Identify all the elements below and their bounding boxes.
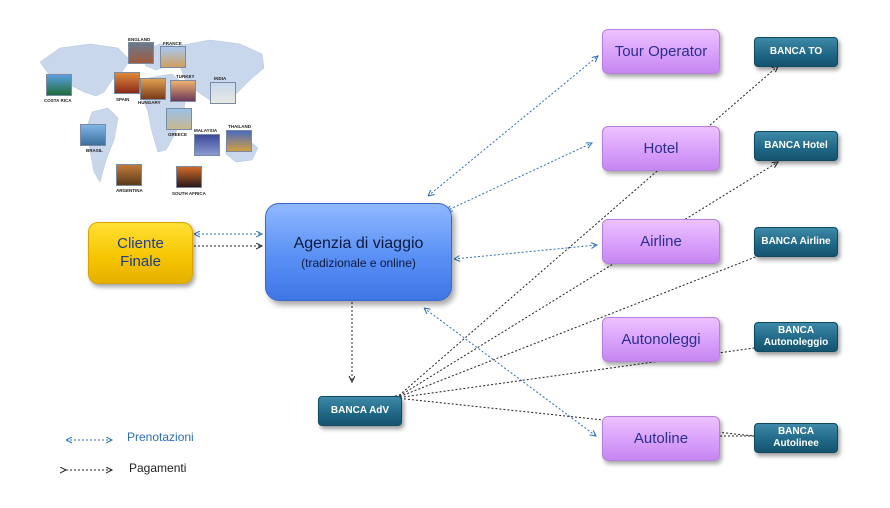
hotel-label: Hotel	[643, 140, 679, 157]
airline-label: Airline	[640, 233, 682, 250]
banca-airline-label: BANCA Airline	[761, 236, 831, 247]
hungary-label: HUNGARY	[138, 100, 161, 105]
agenzia-title: Agenzia di viaggio	[293, 234, 424, 252]
banca-adv-label: BANCA AdV	[330, 405, 390, 416]
booking-arrow-hotel	[446, 143, 592, 211]
banca-autolinee-label: BANCA Autolinee	[773, 426, 819, 449]
banca-autonoleggio-box: BANCA Autonoleggio	[754, 322, 838, 352]
india-photo	[210, 82, 236, 104]
cliente-finale-label: Cliente Finale	[117, 235, 164, 270]
costa-rica-photo	[46, 74, 72, 96]
agenzia-subtitle: (tradizionale e online)	[301, 255, 416, 270]
spain-photo	[114, 72, 140, 94]
booking-arrow-airline	[454, 245, 597, 259]
banca-to-label: BANCA TO	[769, 46, 823, 57]
tour-operator-label: Tour Operator	[614, 43, 708, 60]
india-label: INDIA	[214, 76, 227, 81]
thailand-photo	[226, 130, 252, 152]
spain-label: SPAIN	[116, 97, 130, 102]
turkey-label: TURKEY	[176, 74, 195, 79]
booking-arrow-autoline	[424, 308, 596, 436]
brasil-photo	[80, 124, 106, 146]
france-label: FRANCE	[163, 41, 182, 46]
autoline-label: Autoline	[633, 430, 689, 447]
banca-autonoleggio-label: BANCA Autonoleggio	[763, 325, 829, 348]
hotel-box: Hotel	[602, 126, 720, 171]
england-photo	[128, 42, 154, 64]
greece-photo	[166, 108, 192, 130]
brasil-label: BRASIL	[86, 148, 103, 153]
malaysia-photo	[194, 134, 220, 156]
france-photo	[160, 46, 186, 68]
thailand-label: THAILAND	[228, 124, 251, 129]
south-africa-label: SOUTH AFRICA	[172, 191, 206, 196]
payment-arrow-adv-banca-to	[396, 66, 778, 398]
argentina-label: ARGENTINA	[116, 188, 143, 193]
banca-airline-box: BANCA Airline	[754, 227, 838, 257]
greece-label: GREECE	[168, 132, 188, 137]
payment-arrow-adv-banca-hotel	[396, 162, 778, 398]
banca-hotel-label: BANCA Hotel	[764, 140, 828, 151]
banca-autolinee-box: BANCA Autolinee	[754, 423, 838, 453]
malaysia-label: MALAYSIA	[194, 128, 218, 133]
autonoleggi-label: Autonoleggi	[621, 331, 701, 348]
booking-arrow-tour-operator	[428, 56, 598, 196]
legend-prenotazioni-label: Prenotazioni	[127, 430, 194, 444]
argentina-photo	[116, 164, 142, 186]
hungary-photo	[140, 78, 166, 100]
banca-adv-box: BANCA AdV	[318, 396, 402, 426]
south-africa-photo	[176, 166, 202, 188]
airline-box: Airline	[602, 219, 720, 264]
tour-operator-box: Tour Operator	[602, 29, 720, 74]
england-label: ENGLAND	[128, 37, 151, 42]
agenzia-box: Agenzia di viaggio (tradizionale e onlin…	[265, 203, 452, 301]
banca-hotel-box: BANCA Hotel	[754, 131, 838, 161]
legend-pagamenti-label: Pagamenti	[129, 461, 187, 475]
costa-rica-label: COSTA RICA	[44, 98, 72, 103]
banca-to-box: BANCA TO	[754, 37, 838, 67]
cliente-finale-box: Cliente Finale	[88, 222, 193, 284]
turkey-photo	[170, 80, 196, 102]
payment-arrow-adv-banca-airline	[395, 255, 759, 399]
autoline-box: Autoline	[602, 416, 720, 461]
autonoleggi-box: Autonoleggi	[602, 317, 720, 362]
